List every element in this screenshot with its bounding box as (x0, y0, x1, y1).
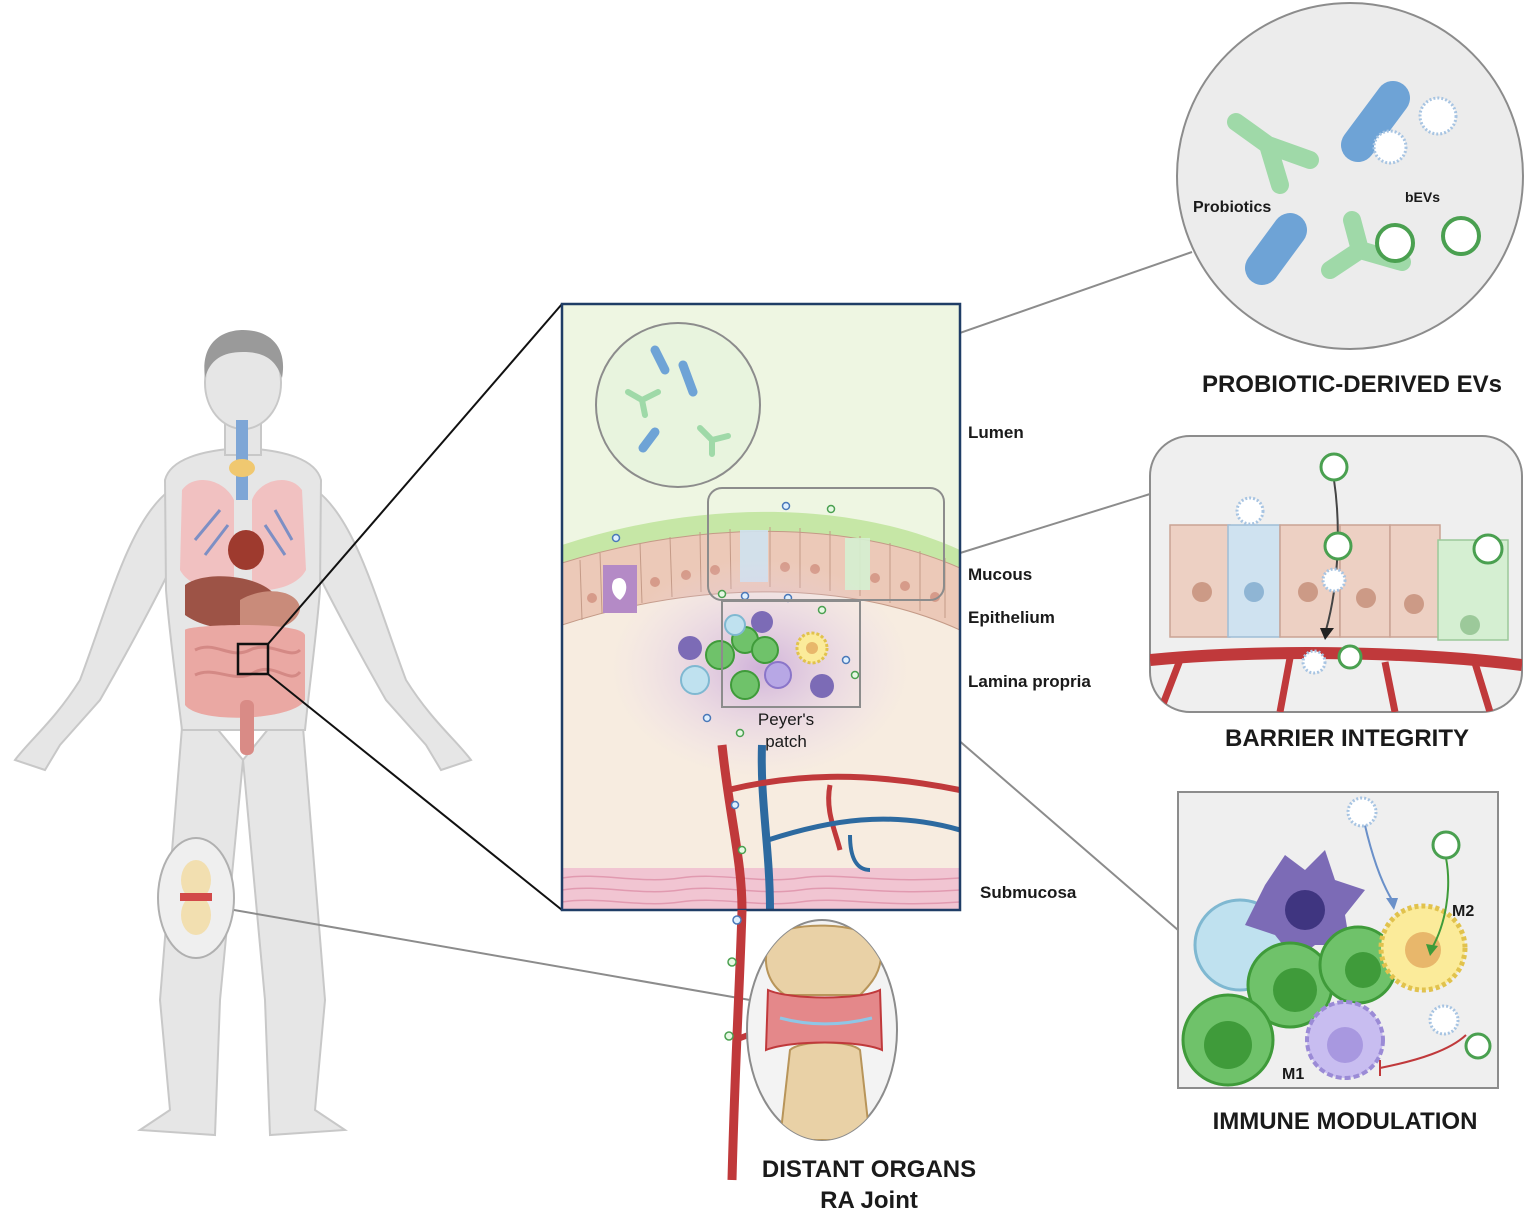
ra-joint-inset (746, 919, 898, 1141)
peyers-patch-label-line2: patch (765, 732, 807, 751)
label-lumen: Lumen (968, 423, 1024, 442)
probiotic-evs-panel: Probiotics bEVs (1176, 2, 1524, 350)
intestine-zoom-panel: Peyer's patch (560, 302, 962, 912)
bacteria-rod (1245, 213, 1307, 285)
knee-joint-connector (233, 909, 751, 1001)
zoom-connector-lines (267, 303, 563, 911)
peyers-patch-cells (678, 611, 834, 700)
m2-label: M2 (1452, 903, 1474, 920)
barrier-integrity-panel (1149, 435, 1523, 713)
bev-vesicles (1372, 96, 1481, 263)
thyroid (229, 459, 255, 477)
joint-title-line2: RA Joint (820, 1187, 918, 1214)
human-body-figure (13, 330, 473, 1137)
immune-panel-title: IMMUNE MODULATION (1213, 1108, 1478, 1135)
immune-modulation-panel: M2 M1 (1177, 791, 1499, 1089)
bacteria-rod (1341, 81, 1410, 162)
probiotic-y-shape (1227, 113, 1319, 194)
barrier-panel-title: BARRIER INTEGRITY (1225, 725, 1469, 752)
probiotic-panel-title: PROBIOTIC-DERIVED EVs (1202, 371, 1502, 398)
label-submucosa: Submucosa (980, 883, 1077, 902)
artery-to-joint (727, 909, 747, 1181)
joint-title-line1: DISTANT ORGANS (762, 1156, 976, 1183)
label-mucous: Mucous (968, 565, 1032, 584)
left-lung (180, 479, 234, 591)
heart (228, 530, 264, 570)
intestine-zoom-box (236, 642, 270, 676)
label-epithelium: Epithelium (968, 608, 1055, 627)
right-lung (252, 479, 306, 591)
m1-label: M1 (1282, 1066, 1304, 1083)
label-lamina-propria: Lamina propria (968, 672, 1091, 691)
peyers-patch-label-line1: Peyer's (758, 710, 814, 729)
probiotics-label: Probiotics (1193, 199, 1271, 216)
bevs-label: bEVs (1405, 189, 1440, 205)
zoom-panel-border (560, 302, 962, 912)
stomach (240, 591, 300, 630)
lumen-inset-circle (595, 322, 761, 488)
